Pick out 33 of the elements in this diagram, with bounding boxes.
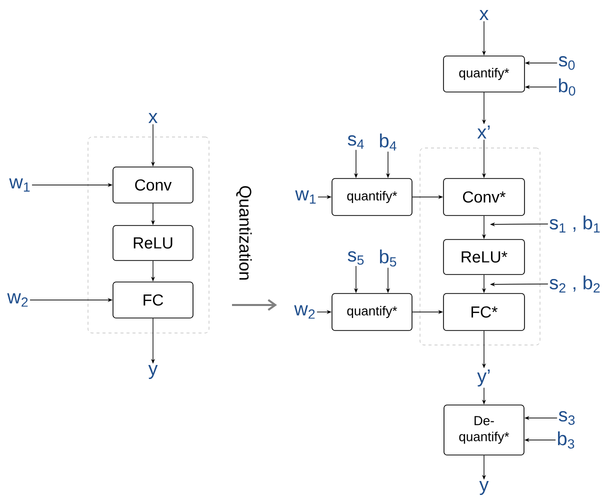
dashed-group-box — [420, 148, 540, 346]
variable-label: s$_{3}$ — [558, 411, 575, 425]
process-box: Conv — [112, 166, 194, 204]
variable-label: w$_{2}$ — [7, 293, 28, 307]
dashed-group-box — [88, 136, 210, 334]
variable-label: b$_{4}$ — [380, 134, 396, 150]
process-box: ReLU — [112, 225, 194, 261]
variable-label: b$_{5}$ — [380, 249, 396, 267]
process-box: FC — [112, 282, 194, 318]
variable-label: x — [148, 112, 158, 124]
process-box: Conv* — [443, 178, 525, 216]
variable-label: w$_{1}$ — [9, 178, 30, 192]
variable-label: y’ — [477, 370, 490, 386]
variable-label: b$_{3}$ — [558, 431, 574, 449]
variable-label: y — [148, 365, 158, 379]
variable-label: b$_{0}$ — [559, 78, 576, 96]
variable-label: x — [479, 10, 489, 20]
variable-label: w$_{1}$ — [295, 190, 316, 204]
variable-label: s$_{5}$ — [348, 251, 364, 265]
process-box: quantify* — [443, 56, 525, 92]
variable-label: s$_{2}$ , b$_{2}$ — [550, 275, 600, 293]
process-box: quantify* — [332, 293, 412, 331]
process-box: De- quantify* — [444, 404, 524, 456]
variable-label: s$_{0}$ — [558, 56, 575, 70]
process-box: FC* — [443, 293, 525, 331]
process-box: quantify* — [332, 178, 412, 216]
variable-label: s$_{1}$ , b$_{1}$ — [550, 216, 600, 232]
variable-label: x’ — [477, 125, 490, 139]
variable-label: s$_{4}$ — [348, 135, 364, 149]
rotated-label: Quantization — [236, 186, 252, 280]
variable-label: y — [479, 481, 489, 495]
process-box: ReLU* — [443, 239, 525, 275]
variable-label: w$_{2}$ — [294, 305, 315, 319]
